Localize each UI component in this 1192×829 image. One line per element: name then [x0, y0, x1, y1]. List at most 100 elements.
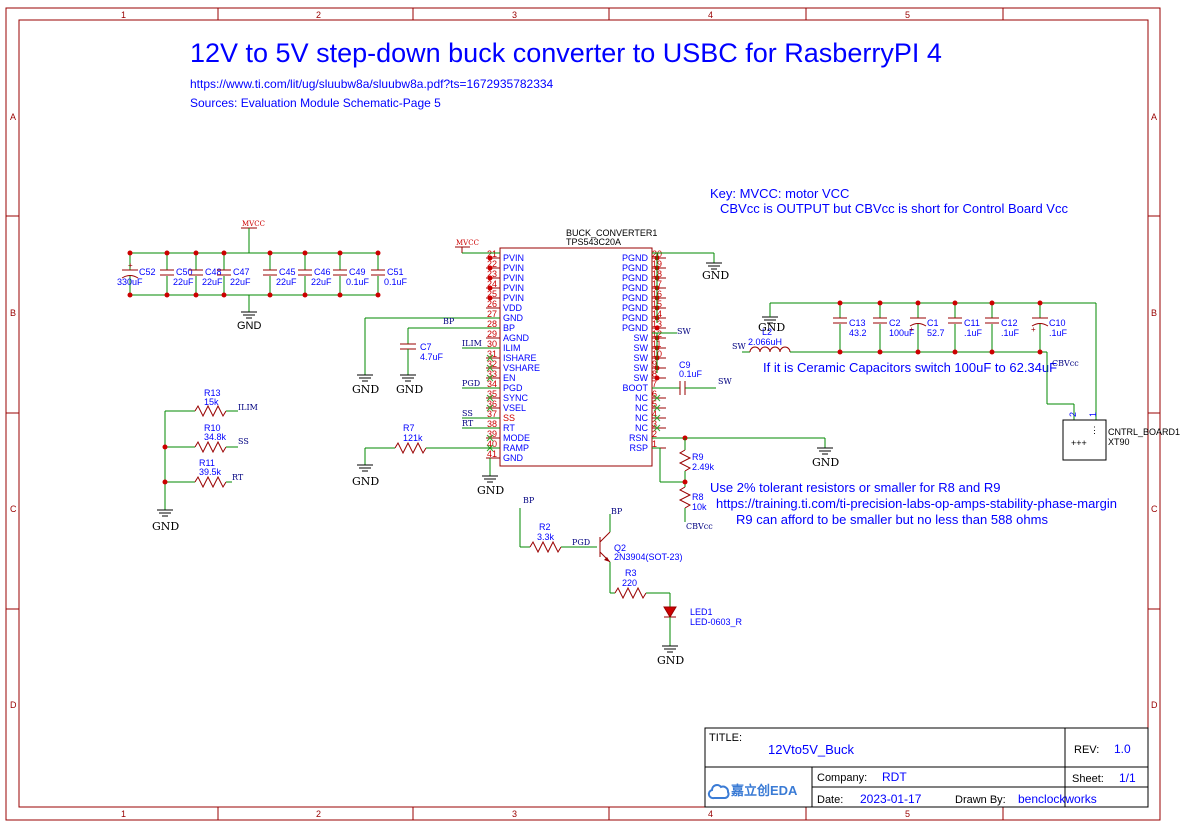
- reference-url[interactable]: https://www.ti.com/lit/ug/sluubw8a/sluub…: [190, 77, 554, 91]
- key-note: CBVcc is OUTPUT but CBVcc is short for C…: [720, 201, 1068, 216]
- eda-logo: 嘉立创EDA: [707, 783, 798, 800]
- pin-name: SS: [503, 413, 515, 423]
- r11-value: 39.5k: [199, 467, 222, 477]
- pin-name: PGND: [622, 293, 649, 303]
- gnd-label: GND: [237, 320, 262, 332]
- col-label: 1: [121, 10, 126, 20]
- pin-number: 31: [487, 349, 497, 359]
- cap-value: .1uF: [964, 328, 983, 338]
- ilim-net-label: ILIM: [462, 339, 482, 348]
- r7-value: 121k: [403, 433, 423, 443]
- plus-mark: +++: [1071, 438, 1087, 448]
- col-label: 1: [121, 809, 126, 819]
- ic-pin-right: 3NC: [635, 419, 666, 433]
- pin-name: RT: [503, 423, 515, 433]
- pgnd-ground: GND: [652, 252, 729, 323]
- col-label: 3: [512, 10, 517, 20]
- cap-ref: C46: [314, 267, 331, 277]
- svg-text:+: +: [909, 325, 914, 334]
- pin-number: 21: [487, 249, 497, 259]
- cap-ref: C52: [139, 267, 156, 277]
- tolerance-url[interactable]: https://training.ti.com/ti-precision-lab…: [716, 496, 1117, 511]
- pin-name: PGND: [622, 313, 649, 323]
- pin-number: 9: [652, 359, 657, 369]
- cap-value: 100uF: [889, 328, 915, 338]
- pin-name: SW: [634, 343, 649, 353]
- row-label: A: [10, 112, 16, 122]
- ic-part-number: TPS543C20A: [566, 237, 621, 247]
- sheet-value: 1/1: [1119, 771, 1136, 785]
- connector-value: XT90: [1108, 437, 1130, 447]
- output-capacitor[interactable]: C12.1uF: [985, 300, 1020, 355]
- pin-number: 23: [487, 269, 497, 279]
- pin-number: 33: [487, 369, 497, 379]
- resistor-divider-group: ILIM R13 15k SS R10 34.8k RT R11 39.5k G…: [152, 388, 258, 533]
- gnd-label: GND: [702, 269, 729, 282]
- title-label: TITLE:: [709, 732, 742, 744]
- rt-net-label: RT: [462, 419, 474, 428]
- date-label: Date:: [817, 794, 843, 806]
- connector-ref: CNTRL_BOARD1: [1108, 427, 1180, 437]
- pin-number: 35: [487, 389, 497, 399]
- pin-number: 39: [487, 429, 497, 439]
- minus-mark: ⋮: [1090, 425, 1099, 435]
- output-capacitor[interactable]: +C10.1uF: [1031, 300, 1068, 355]
- col-label: 5: [905, 809, 910, 819]
- output-capacitor[interactable]: C11.1uF: [948, 300, 983, 355]
- row-label: B: [10, 308, 16, 318]
- pin-name: VDD: [503, 303, 523, 313]
- resistor-r7[interactable]: GND R7 121k: [352, 423, 500, 488]
- pin-number: 24: [487, 279, 497, 289]
- r8-value: 10k: [692, 502, 707, 512]
- input-capacitor-bank: MVCC +C52330uFC5022uFC4822uFC4722uFC4522…: [117, 220, 408, 332]
- pin-number: 28: [487, 319, 497, 329]
- xt90-connector[interactable]: +++ ⋮ 2 1 CNTRL_BOARD1 XT90: [1062, 412, 1180, 461]
- gnd-label: GND: [758, 321, 785, 334]
- feedback-network: GND CBVcc R9 2.49k R8 10k: [652, 435, 839, 531]
- rev-value: 1.0: [1114, 742, 1131, 756]
- sw-net-label: SW: [732, 342, 746, 351]
- pin-name: ISHARE: [503, 353, 537, 363]
- pin-name: PVIN: [503, 283, 524, 293]
- ic-pin-right: 4NC: [635, 409, 666, 423]
- gnd-label: GND: [812, 456, 839, 469]
- c9-ref: C9: [679, 360, 691, 370]
- pin-number: 2: [652, 429, 657, 439]
- pgd-net-label: PGD: [462, 379, 480, 388]
- pin-name: SW: [634, 363, 649, 373]
- cap-ref: C51: [387, 267, 404, 277]
- cap-ref: C49: [349, 267, 366, 277]
- cap-value: .1uF: [1001, 328, 1020, 338]
- ss-net-label: SS: [462, 409, 473, 418]
- pin-number: 27: [487, 309, 497, 319]
- col-label: 5: [905, 10, 910, 20]
- sheet-label: Sheet:: [1072, 773, 1104, 785]
- pin-number: 13: [652, 319, 662, 329]
- pin-name: VSHARE: [503, 363, 540, 373]
- mvcc-label: MVCC: [456, 239, 479, 247]
- ic-pin-right: 5NC: [635, 399, 666, 413]
- title-value: 12Vto5V_Buck: [768, 742, 855, 757]
- sources-note: Sources: Evaluation Module Schematic-Pag…: [190, 96, 441, 110]
